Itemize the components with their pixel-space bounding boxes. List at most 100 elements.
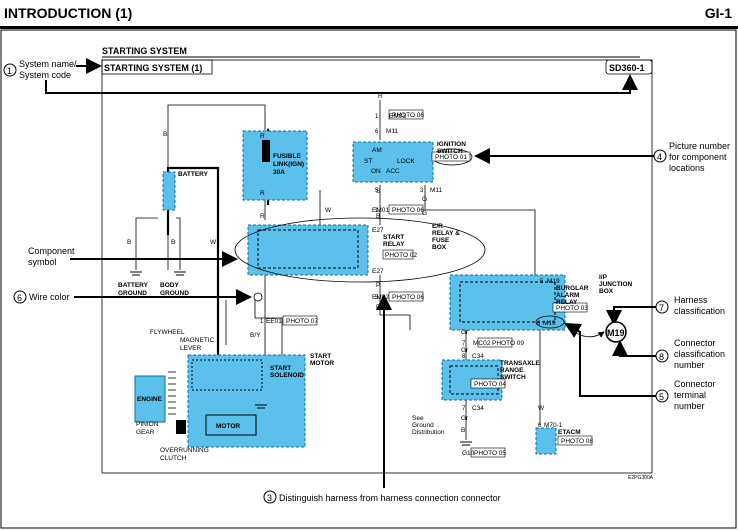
photo-03: PHOTO 03 xyxy=(556,305,588,312)
callout-4-number: 4 xyxy=(657,152,662,162)
engine-label: ENGINE xyxy=(137,396,163,403)
er-box-l4: BOX xyxy=(432,244,447,251)
pin-7b: 7 xyxy=(462,406,466,412)
burglar-l2: ALARM xyxy=(556,292,579,299)
photo-04: PHOTO 04 xyxy=(474,381,506,388)
callout-8-number: 8 xyxy=(659,352,664,362)
callout-conn-term-l1: Connector xyxy=(674,379,716,389)
overrunning-l1: OVERRUNNING xyxy=(160,447,209,454)
wire-color-g2: G xyxy=(422,210,427,217)
transaxle-l2: RANGE xyxy=(500,367,524,374)
battery-ground-l2: GROUND xyxy=(118,290,147,297)
pinion-l2: GEAR xyxy=(136,429,155,436)
wire-color-w3: W xyxy=(538,405,545,412)
am-label: AM xyxy=(372,147,382,154)
ip-box-l3: BOX xyxy=(599,288,614,295)
ignition-l1: IGNITION xyxy=(437,141,466,148)
body-ground-l1: BODY xyxy=(160,282,179,289)
pin-6: 6 xyxy=(375,129,379,135)
wire-color-s1: S xyxy=(376,188,381,195)
photo-09: PHOTO 09 xyxy=(492,340,524,347)
fusible-l3: 30A xyxy=(273,169,285,176)
callout-3-number: 3 xyxy=(267,493,272,503)
photo-06-c: PHOTO 06 xyxy=(392,294,424,301)
etacm-box xyxy=(535,427,557,455)
wire-color-w2: W xyxy=(325,207,332,214)
burglar-l3: RELAY xyxy=(556,299,578,306)
callout-5-number: 5 xyxy=(659,392,664,402)
callout-distinguish: Distinguish harness from harness connect… xyxy=(279,493,501,503)
transaxle-l3: SWITCH xyxy=(500,374,526,381)
wire-color-p2: P xyxy=(376,304,380,311)
mc02-label: MC02 xyxy=(473,340,491,347)
callout-picture-l3: locations xyxy=(669,163,705,173)
photo-05: PHOTO 05 xyxy=(474,450,506,457)
callout-wire-color: Wire color xyxy=(29,292,70,302)
g10-label: G10 xyxy=(462,450,475,457)
connector-highlight xyxy=(535,315,565,329)
component-boxes xyxy=(134,130,566,455)
c34-bottom-label: C34 xyxy=(472,405,484,412)
see-l1: See xyxy=(412,415,424,422)
fusible-l1: FUSIBLE xyxy=(273,153,301,160)
system-heading: STARTING SYSTEM xyxy=(102,46,187,56)
pin-1c: 1 xyxy=(260,319,264,325)
diagram-frame xyxy=(101,59,653,474)
magnetic-l1: MAGNETIC xyxy=(180,337,215,344)
acc-label: ACC xyxy=(386,168,400,175)
battery-symbol xyxy=(162,171,176,211)
header-rule xyxy=(0,26,738,29)
pin-3: 3 xyxy=(420,188,424,194)
wiring xyxy=(135,100,541,440)
callout-harness-l1: Harness xyxy=(674,295,708,305)
wire-color-b2: B xyxy=(127,239,131,246)
callout-conn-class-l1: Connector xyxy=(674,338,716,348)
battery-ground-l1: BATTERY xyxy=(118,282,149,289)
wire-color-connector xyxy=(253,292,263,302)
m70-label: M70-1 xyxy=(544,422,563,429)
wire-color-b3: B xyxy=(171,239,175,246)
photo-02: PHOTO 02 xyxy=(385,252,417,259)
wire-color-g1: G xyxy=(422,196,427,203)
magnetic-l2: LEVER xyxy=(180,345,202,352)
system-name: STARTING SYSTEM (1) xyxy=(104,63,202,73)
wire-color-r3: R xyxy=(260,190,265,197)
m19-symbol-label: M19 xyxy=(607,328,625,338)
pin-8: 8 xyxy=(537,321,541,327)
see-l3: Distribution xyxy=(412,429,445,436)
pin-8b: 8 xyxy=(462,354,466,360)
photo-06-b: PHOTO 06 xyxy=(392,207,424,214)
transaxle-l1: TRANSAXLE xyxy=(500,360,540,367)
ignition-l2: SWITCH xyxy=(437,148,463,155)
etacm-label: ETACM xyxy=(558,429,581,436)
start-motor-l2: MOTOR xyxy=(310,360,334,367)
wire-color-b4: B xyxy=(461,427,465,434)
pinion-l1: PINION xyxy=(136,421,159,428)
start-motor-l1: START xyxy=(310,353,331,360)
overrunning-l2: CLUTCH xyxy=(160,455,187,462)
battery-label: BATTERY xyxy=(178,171,209,178)
ground-symbols xyxy=(130,271,472,446)
ip-box-l2: JUNCTION xyxy=(599,281,633,288)
callout-picture-l2: for component xyxy=(669,152,727,162)
pin-5a: 5 xyxy=(375,188,379,194)
header-bar: INTRODUCTION (1) GI-1 xyxy=(0,0,738,30)
callout-conn-term-l2: terminal xyxy=(674,390,706,400)
pin-5c: 5 xyxy=(540,279,544,285)
em01-label: EM01 xyxy=(372,207,389,214)
start-solenoid-l1: START xyxy=(270,365,291,372)
callout-6-badge xyxy=(13,290,27,304)
on-label: ON xyxy=(371,168,381,175)
callout-conn-class-l2: classification xyxy=(674,349,725,359)
wire-color-by: B/Y xyxy=(250,332,261,339)
callout-system-name-l1: System name/ xyxy=(19,59,77,69)
component-symbol-highlight xyxy=(234,217,486,283)
callout-6-number: 6 xyxy=(17,293,22,303)
er-box-l1: E/R xyxy=(432,223,443,230)
page-title: INTRODUCTION (1) xyxy=(4,5,133,21)
wire-color-r2: R xyxy=(260,133,265,140)
c34-top-label: C34 xyxy=(472,353,484,360)
motor-label: MOTOR xyxy=(216,423,240,430)
photo-06-a: PHOTO 06 xyxy=(392,112,424,119)
fusible-link-box xyxy=(242,130,308,201)
